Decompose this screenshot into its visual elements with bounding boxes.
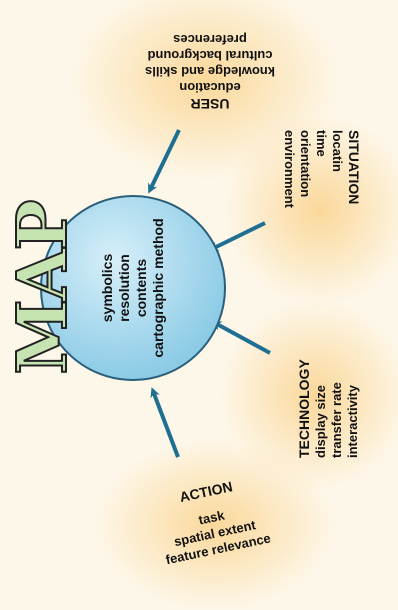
map-content-item: contents (133, 258, 149, 318)
situation-glow (225, 115, 398, 305)
arrow-technology (211, 321, 271, 355)
arrow-situation (208, 221, 266, 251)
arrow-action (150, 387, 180, 458)
map-content-item: resolution (116, 254, 132, 322)
map-content-item: cartographic method (150, 218, 166, 358)
map-contents: symbolics resolution contents cartograph… (99, 193, 167, 383)
arrow-user (148, 129, 181, 194)
map-circle (40, 195, 226, 381)
map-title: MAP (2, 200, 84, 375)
map-content-item: symbolics (99, 253, 115, 323)
